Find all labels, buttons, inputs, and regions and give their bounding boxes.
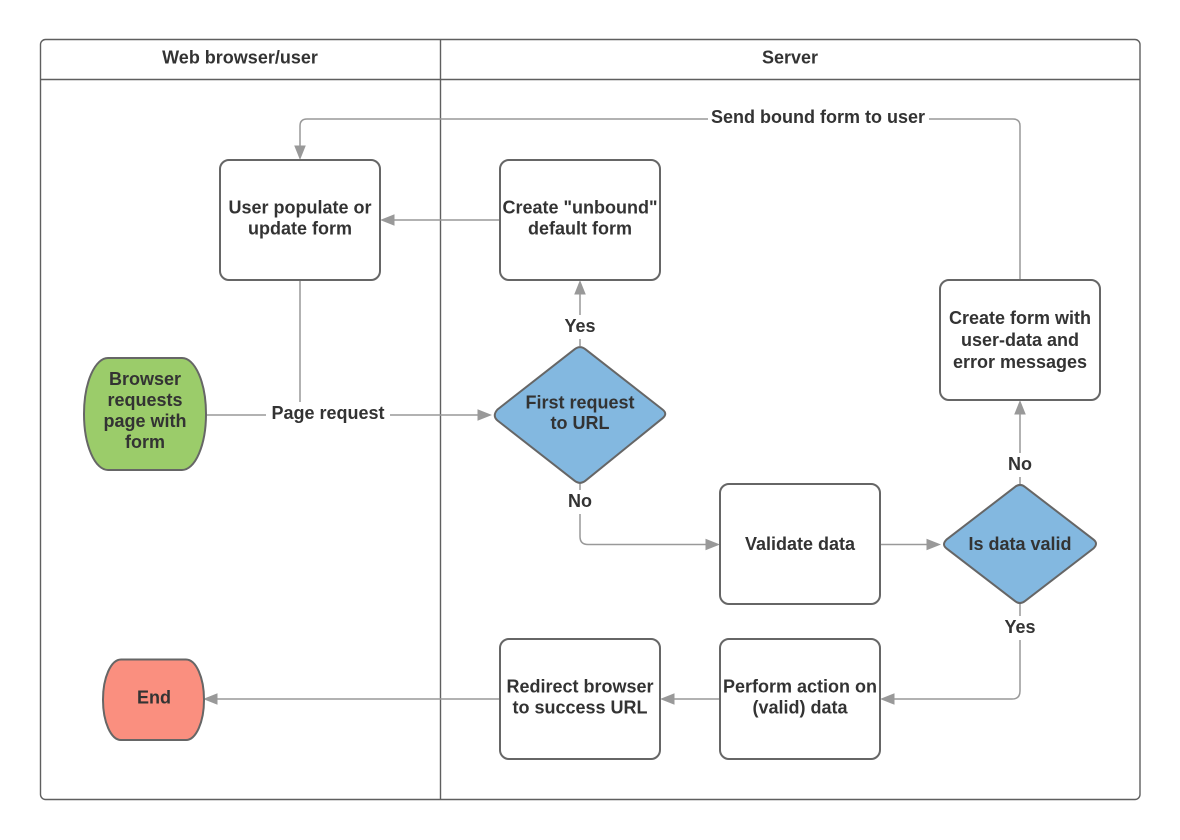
svg-text:Server: Server: [762, 48, 818, 68]
svg-text:End: End: [137, 688, 171, 708]
svg-text:Is data valid: Is data valid: [968, 534, 1071, 554]
svg-text:Web browser/user: Web browser/user: [162, 48, 318, 68]
svg-text:No: No: [1008, 454, 1032, 474]
svg-text:Validate data: Validate data: [745, 534, 856, 554]
svg-text:No: No: [568, 491, 592, 511]
svg-text:Send bound form to user: Send bound form to user: [711, 107, 925, 127]
svg-text:Yes: Yes: [564, 316, 595, 336]
svg-text:Page request: Page request: [271, 403, 384, 423]
svg-text:Create "unbound"default form: Create "unbound"default form: [502, 198, 657, 239]
svg-text:Yes: Yes: [1004, 617, 1035, 637]
svg-text:Perform action on(valid) data: Perform action on(valid) data: [723, 677, 877, 718]
